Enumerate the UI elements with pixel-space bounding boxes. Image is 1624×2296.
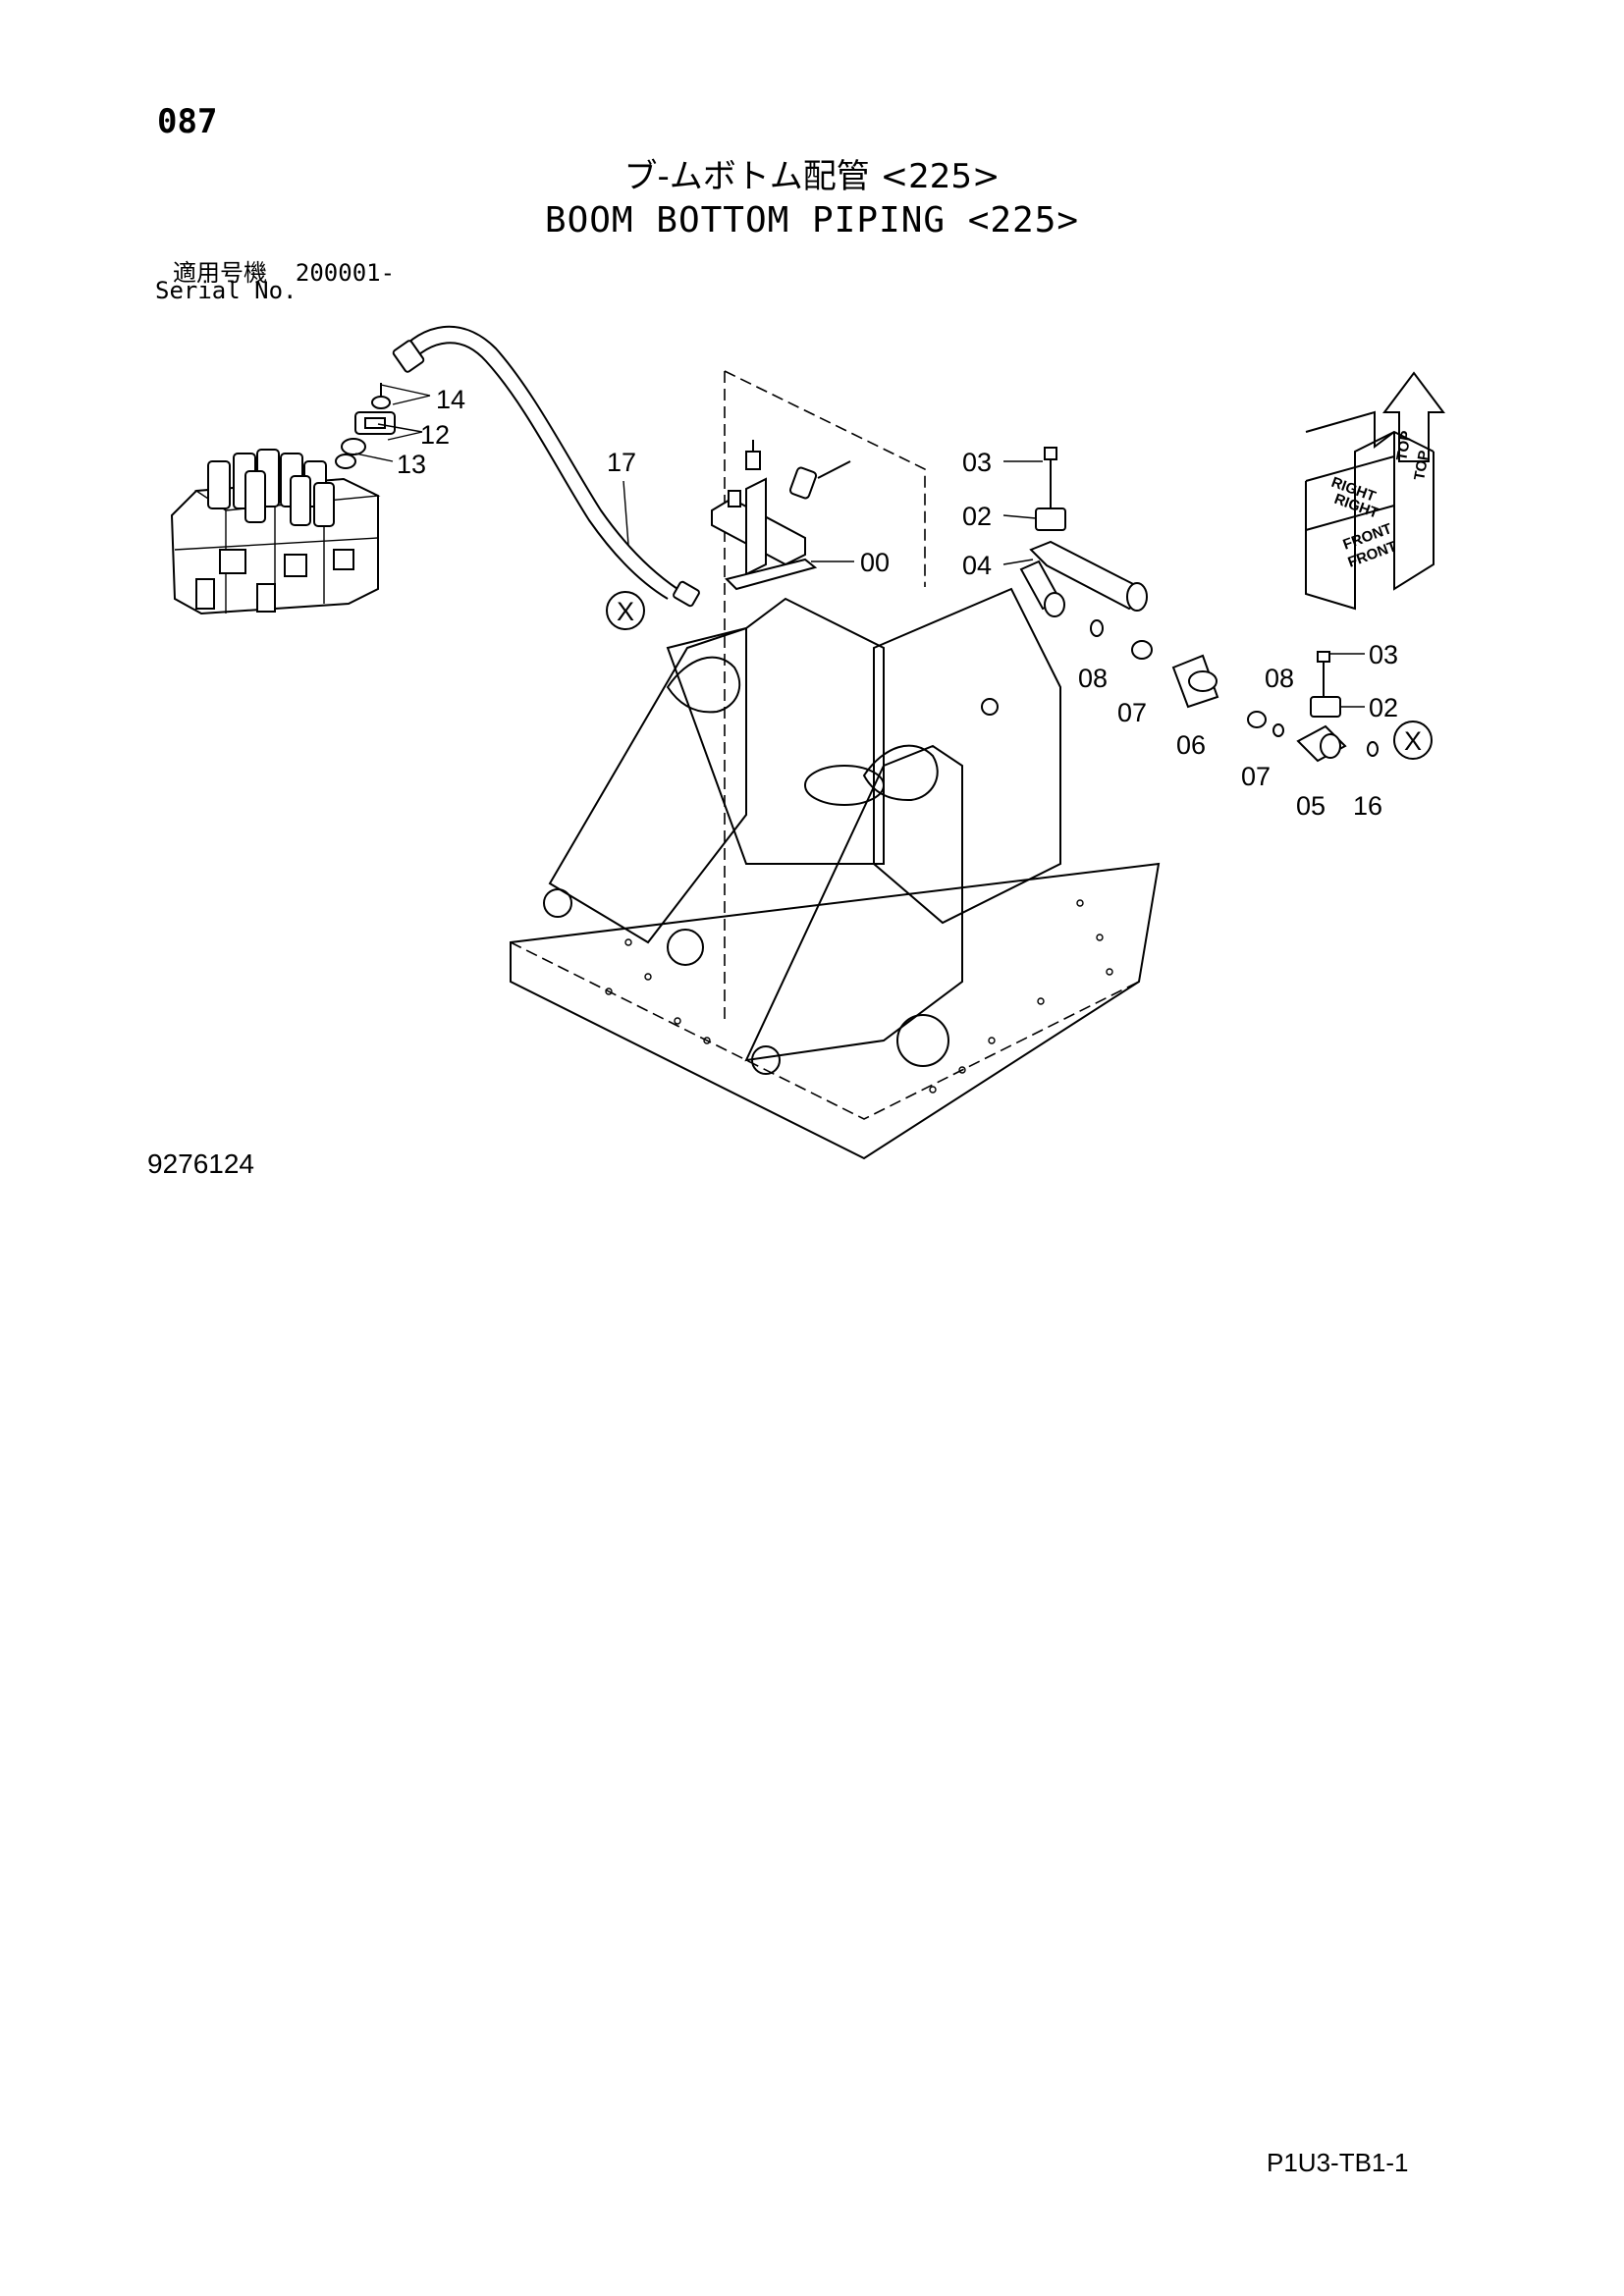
boom-foot-frame [510,587,1161,1160]
callout-leader-lines [354,384,1365,708]
page-code: P1U3-TB1-1 [1267,2148,1409,2177]
title-japanese: ブ-ムボトム配管 <225> [623,157,1001,196]
frame-bolt-holes [605,899,1113,1094]
orientation-indicator: TOP TOP RIGHT RIGHT FRONT FRONT [1305,371,1445,611]
callout-03-lower: 03 [1369,640,1398,669]
callout-14: 14 [436,385,465,414]
callout-labels: 14 12 13 17 00 03 02 04 08 07 06 08 03 0… [397,385,1398,821]
callout-03-upper: 03 [962,448,992,477]
serial-label-japanese: 適用号機 200001- [173,259,396,287]
callout-02-upper: 02 [962,502,992,531]
bracket-00-assembly [711,370,926,1021]
callout-07-left: 07 [1117,698,1147,727]
direction-top-2: TOP [1411,450,1433,482]
callout-02-lower: 02 [1369,693,1398,722]
page-number: 087 [157,102,218,141]
callout-13: 13 [397,450,426,479]
callout-12: 12 [420,420,450,450]
serial-label-english: Serial No. [155,277,298,304]
direction-top-1: TOP [1393,430,1415,462]
callout-17: 17 [607,448,636,477]
callout-07-right: 07 [1241,762,1271,791]
hose-17 [392,325,700,608]
reference-marker-x-right: X [1393,721,1433,760]
figure-number: 9276124 [147,1148,255,1179]
fitting-group-12-13-14 [335,383,396,469]
control-valve-assembly [170,449,381,615]
callout-16: 16 [1353,791,1382,821]
callout-05: 05 [1296,791,1326,821]
callout-08-right: 08 [1265,664,1294,693]
marker-x-left-label: X [617,597,634,626]
reference-marker-x-left: X [606,591,645,630]
fitting-group-02-03-04 [1019,447,1379,763]
callout-04: 04 [962,551,992,580]
callout-08-left: 08 [1078,664,1108,693]
callout-06: 06 [1176,730,1206,760]
title-english: BOOM BOTTOM PIPING <225> [544,200,1080,240]
marker-x-right-label: X [1404,726,1422,756]
callout-00: 00 [860,548,890,577]
